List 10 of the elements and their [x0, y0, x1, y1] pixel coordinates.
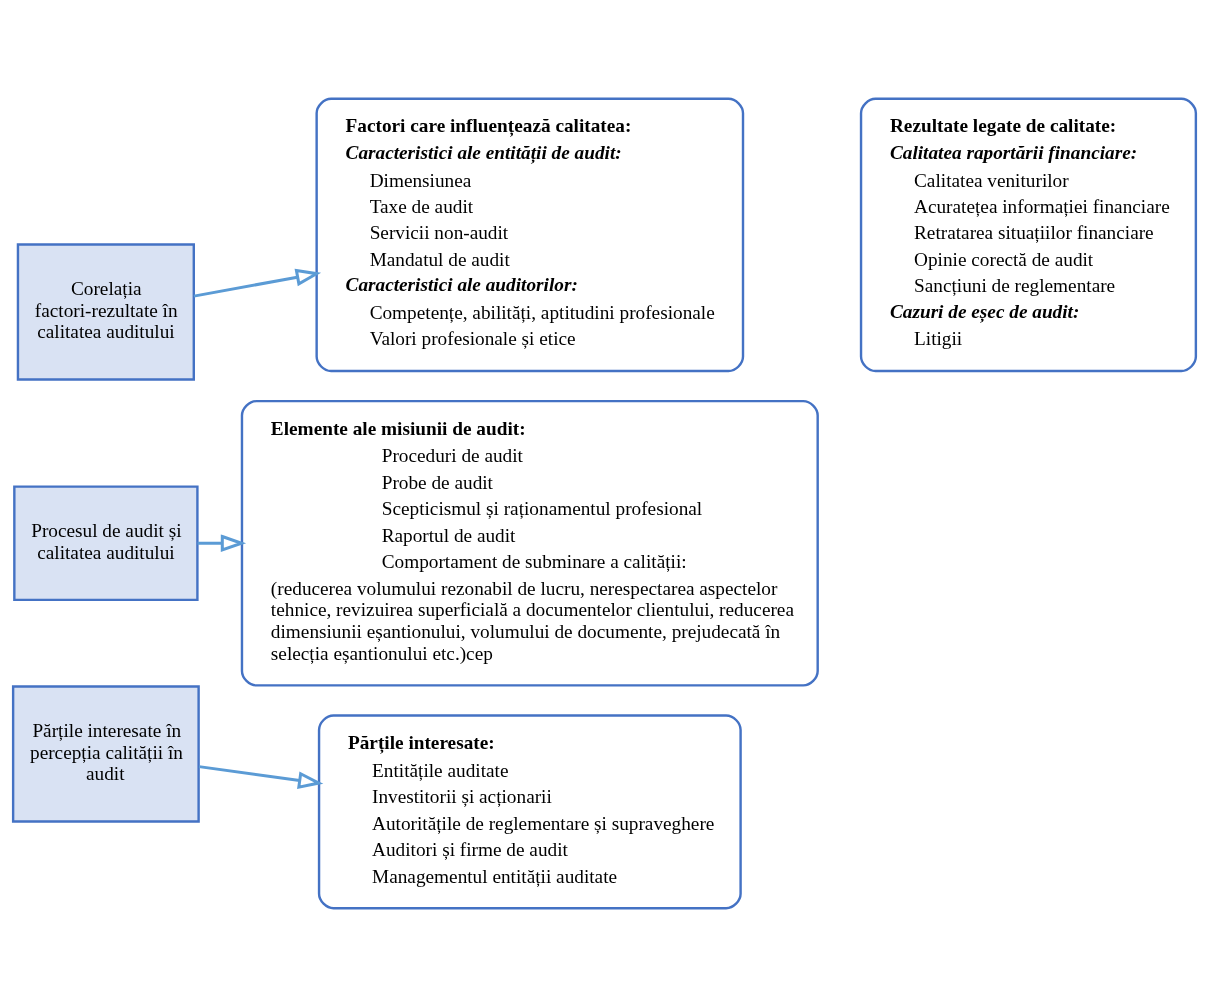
arrow [197, 534, 247, 553]
arrow [193, 268, 322, 298]
arrow [198, 765, 324, 790]
node-box: Părțile interesate în percepția calității în audit [11, 685, 200, 823]
node-box: Rezultate legate de calitate: Calitatea raportării financiare: Calitatea veniturilor Acuratețea informației financiare Retratarea situațiilor financiare Opinie corectă de audit Sancțiuni de reglementare Cazuri de eșec de audit: Litigii [859, 97, 1198, 373]
node-box: Elemente ale misiunii de audit: Proceduri de audit Probe de audit Scepticismul și raționamentul profesional Raportul de audit Comportament de subminare a calității: (reducerea volumului rezonabil de lucru, nerespectarea aspectelor tehnice, revizuirea superficială a documentelor clientului, reducerea dimensiunii eșantionului, volumului de documente, prejudecată în selecția eșantionului etc.)cep [240, 399, 819, 687]
node-box: Procesul de audit și calitatea auditului [13, 485, 199, 602]
node-box: Corelația factori-rezultate în calitatea auditului [16, 243, 195, 381]
node-box: Factori care influențează calitatea: Caracteristici ale entității de audit: Dimensiunea Taxe de audit Servicii non-audit Mandatul de audit Caracteristici ale auditorilor: Competențe, abilități, aptitudini profesionale Valori profesionale și etice [315, 97, 745, 373]
node-box: Părțile interesate: Entitățile auditate Investitorii și acționarii Autoritățile de reglementare și supraveghere Auditori și firme de audit Managementul entității auditate [317, 714, 742, 910]
